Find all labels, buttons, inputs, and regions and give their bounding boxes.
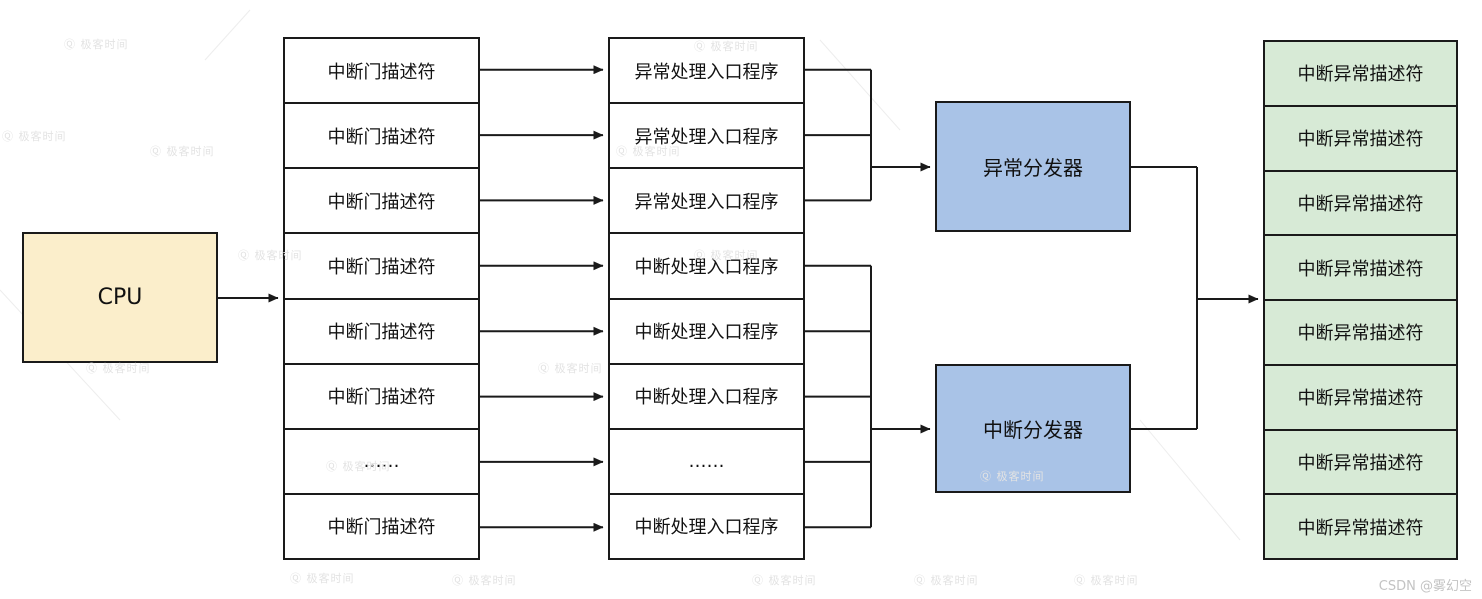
descriptor-row: 中断异常描述符 xyxy=(1265,365,1456,431)
idt-row: 中断门描述符 xyxy=(285,104,478,170)
geektime-watermark: Ⓠ 极客时间 xyxy=(616,145,681,158)
geektime-watermark: Ⓠ 极客时间 xyxy=(238,249,303,262)
geektime-watermark: Ⓠ 极客时间 xyxy=(752,574,817,587)
geektime-watermark: Ⓠ 极客时间 xyxy=(1074,574,1139,587)
idt-column: 中断门描述符 中断门描述符 中断门描述符 中断门描述符 中断门描述符 中断门描述… xyxy=(283,37,480,560)
entry-row-interrupt: 中断处理入口程序 xyxy=(610,300,803,365)
idt-row-ellipsis: …… xyxy=(285,430,478,495)
idt-row: 中断门描述符 xyxy=(285,300,478,365)
entry-row-exception: 异常处理入口程序 xyxy=(610,169,803,235)
idt-row: 中断门描述符 xyxy=(285,169,478,235)
descriptor-row: 中断异常描述符 xyxy=(1265,495,1456,558)
descriptor-row: 中断异常描述符 xyxy=(1265,42,1456,107)
geektime-watermark: Ⓠ 极客时间 xyxy=(326,460,391,473)
geektime-watermark: Ⓠ 极客时间 xyxy=(64,38,129,51)
entry-row-interrupt: 中断处理入口程序 xyxy=(634,517,779,539)
descriptor-row: 中断异常描述符 xyxy=(1265,301,1456,366)
descriptor-row: 中断异常描述符 xyxy=(1265,171,1456,237)
geektime-watermark: Ⓠ 极客时间 xyxy=(290,572,355,585)
idt-row: 中断门描述符 xyxy=(285,234,478,300)
csdn-credit: CSDN @雾幻空 xyxy=(1378,579,1472,594)
entry-row-exception: 异常处理入口程序 xyxy=(610,39,803,105)
descriptor-column: 中断异常描述符 中断异常描述符 中断异常描述符 中断异常描述符 中断异常描述符 … xyxy=(1263,40,1458,560)
entry-program-column: 异常处理入口程序 异常处理入口程序 异常处理入口程序 中断处理入口程序 中断处理… xyxy=(608,37,805,560)
geektime-watermark: Ⓠ 极客时间 xyxy=(2,130,67,143)
interrupt-dispatcher-box: 中断分发器 xyxy=(935,364,1131,493)
idt-row: 中断门描述符 xyxy=(327,517,436,539)
faint-diagonal-marks xyxy=(0,9,1241,541)
geektime-watermark: Ⓠ 极客时间 xyxy=(914,574,979,587)
entry-row-exception: 异常处理入口程序 xyxy=(610,104,803,170)
geektime-watermark: Ⓠ 极客时间 xyxy=(694,40,759,53)
idt-row: 中断门描述符 xyxy=(285,39,478,105)
descriptor-row: 中断异常描述符 xyxy=(1265,106,1456,172)
entry-row-ellipsis: …… xyxy=(610,430,803,495)
geektime-watermark: Ⓠ 极客时间 xyxy=(86,362,151,375)
exception-dispatcher-box: 异常分发器 xyxy=(935,101,1131,232)
cpu-box: CPU xyxy=(22,232,218,363)
geektime-watermark: Ⓠ 极客时间 xyxy=(980,470,1045,483)
descriptor-row: 中断异常描述符 xyxy=(1265,430,1456,496)
geektime-watermark: Ⓠ 极客时间 xyxy=(538,362,603,375)
idt-row: 中断门描述符 xyxy=(285,365,478,430)
descriptor-row: 中断异常描述符 xyxy=(1265,236,1456,301)
entry-row-interrupt: 中断处理入口程序 xyxy=(610,365,803,430)
entry-row-interrupt: 中断处理入口程序 xyxy=(610,234,803,300)
geektime-watermark: Ⓠ 极客时间 xyxy=(452,574,517,587)
geektime-watermark: Ⓠ 极客时间 xyxy=(150,145,215,158)
geektime-watermark: Ⓠ 极客时间 xyxy=(694,249,759,262)
